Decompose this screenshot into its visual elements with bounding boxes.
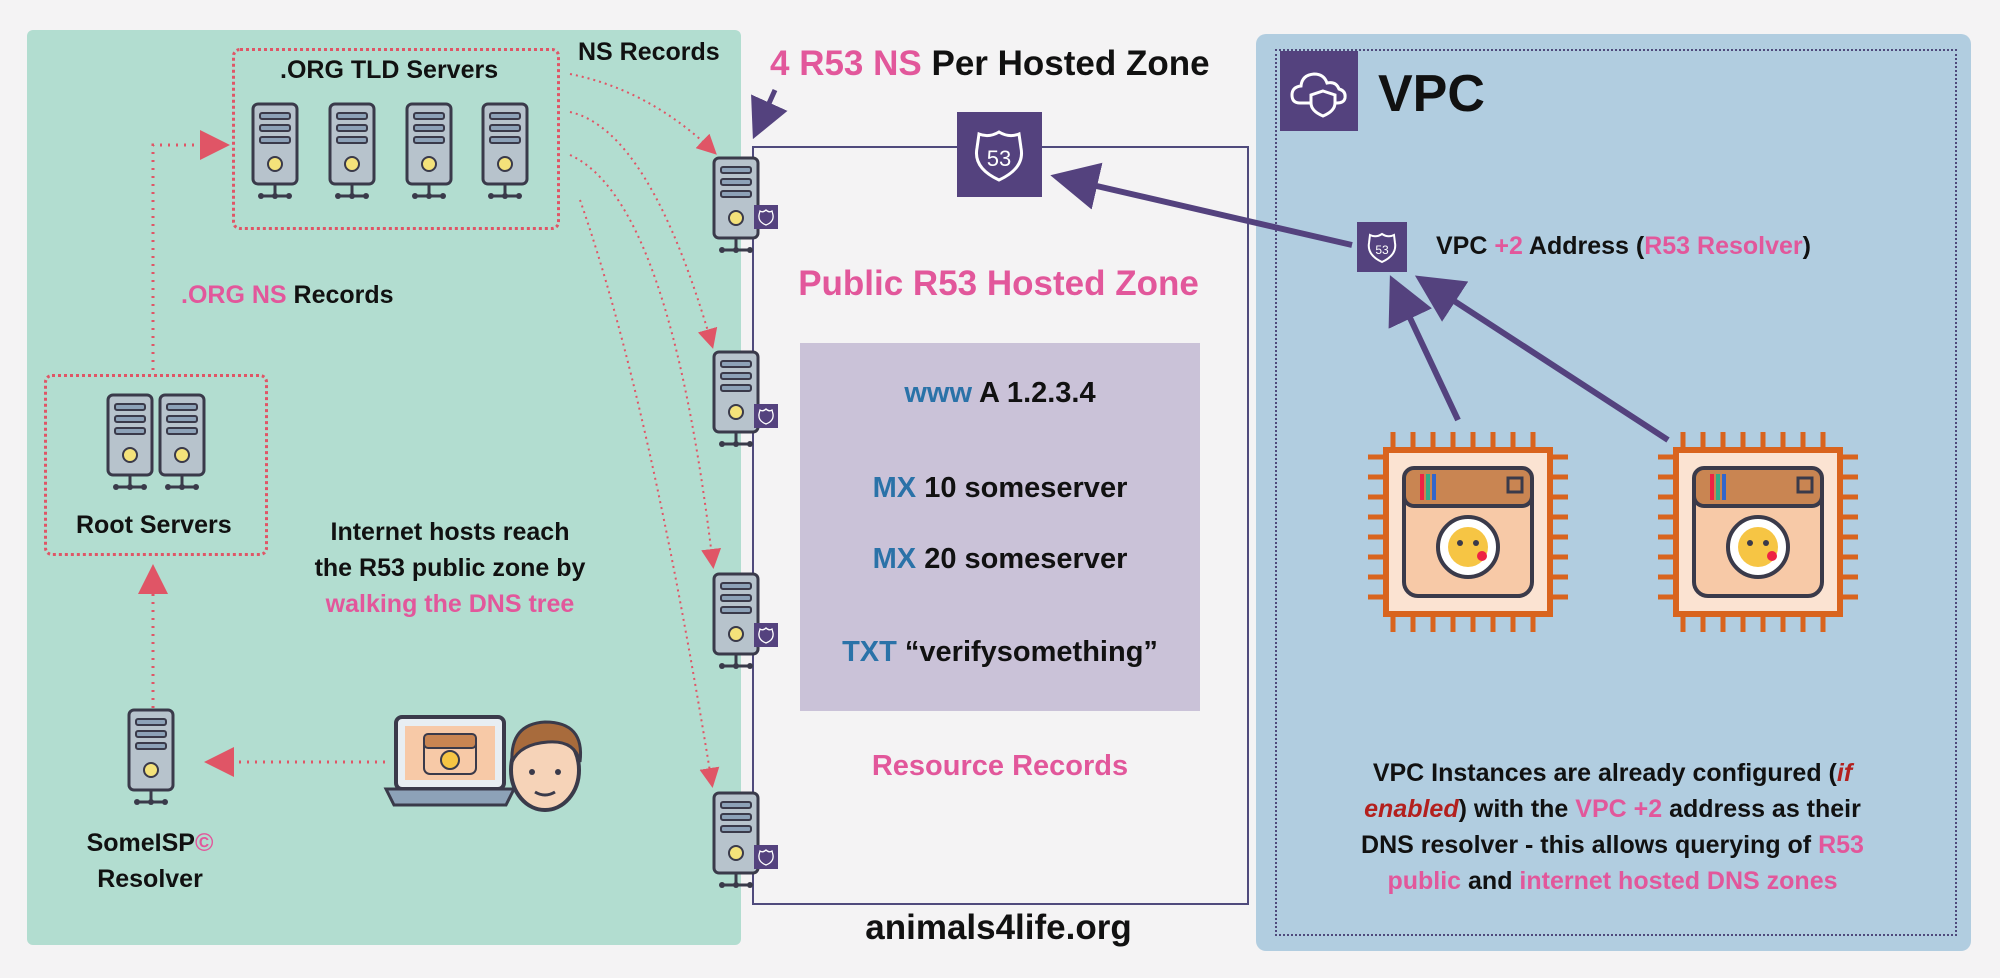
r53-ns-server-3 <box>712 572 779 671</box>
ns-records-label: NS Records <box>578 38 720 66</box>
root-servers-title: Root Servers <box>76 511 232 539</box>
ec2-instance-2 <box>1658 432 1858 632</box>
route53-resolver-icon: 53 <box>1357 222 1407 272</box>
record-mx-20: MX 20 someserver <box>872 543 1128 575</box>
tld-server-1 <box>251 102 299 201</box>
domain-name-label: animals4life.org <box>865 908 1132 947</box>
record-www-a: www A 1.2.3.4 <box>904 377 1096 409</box>
svg-text:53: 53 <box>1375 243 1389 257</box>
resource-records-label: Resource Records <box>871 750 1129 782</box>
tld-servers-title: .ORG TLD Servers <box>280 56 499 84</box>
tld-server-3 <box>405 102 453 201</box>
tld-servers-group <box>232 48 560 230</box>
root-servers-group <box>44 374 268 556</box>
ns-per-zone-heading: 4 R53 NS Per Hosted Zone <box>770 44 1210 83</box>
svg-text:53: 53 <box>987 146 1011 171</box>
r53-ns-server-4 <box>712 791 779 890</box>
record-txt: TXT “verifysomething” <box>842 636 1158 668</box>
hosted-zone-title: Public R53 Hosted Zone <box>798 264 1199 303</box>
root-server-1 <box>106 393 154 492</box>
cloud-shield-icon <box>1290 72 1347 118</box>
tld-server-4 <box>481 102 529 201</box>
org-ns-records-label: .ORG NS Records <box>181 281 394 309</box>
isp-resolver-server <box>127 708 175 807</box>
vpc-badge <box>1280 51 1358 131</box>
resource-records-box <box>800 343 1200 711</box>
laptop-icon <box>383 715 517 807</box>
root-server-2 <box>158 393 206 492</box>
ns-heading-arrow <box>751 88 788 140</box>
user-avatar-icon <box>509 720 583 812</box>
dns-walk-arrows <box>138 130 385 777</box>
resolver-arrows <box>1050 162 1670 443</box>
vpc-boundary <box>1275 49 1957 936</box>
r53-ns-server-2 <box>712 350 779 449</box>
vpc-panel <box>1256 34 1971 951</box>
route53-hosted-zone-icon: 53 <box>957 112 1042 197</box>
ns-record-arrows <box>569 73 722 788</box>
vpc-description: VPC Instances are already configured (if… <box>1361 759 1864 895</box>
internet-hosts-note: Internet hosts reach the R53 public zone… <box>314 518 586 618</box>
ec2-instance-1 <box>1368 432 1568 632</box>
tld-server-2 <box>328 102 376 201</box>
isp-resolver-label: SomeISP© Resolver <box>86 829 214 893</box>
vpc-title: VPC <box>1378 65 1485 123</box>
r53-ns-server-1 <box>712 156 779 255</box>
vpc-plus2-address-label: VPC +2 Address (R53 Resolver) <box>1436 232 1811 260</box>
record-mx-10: MX 10 someserver <box>872 472 1128 504</box>
